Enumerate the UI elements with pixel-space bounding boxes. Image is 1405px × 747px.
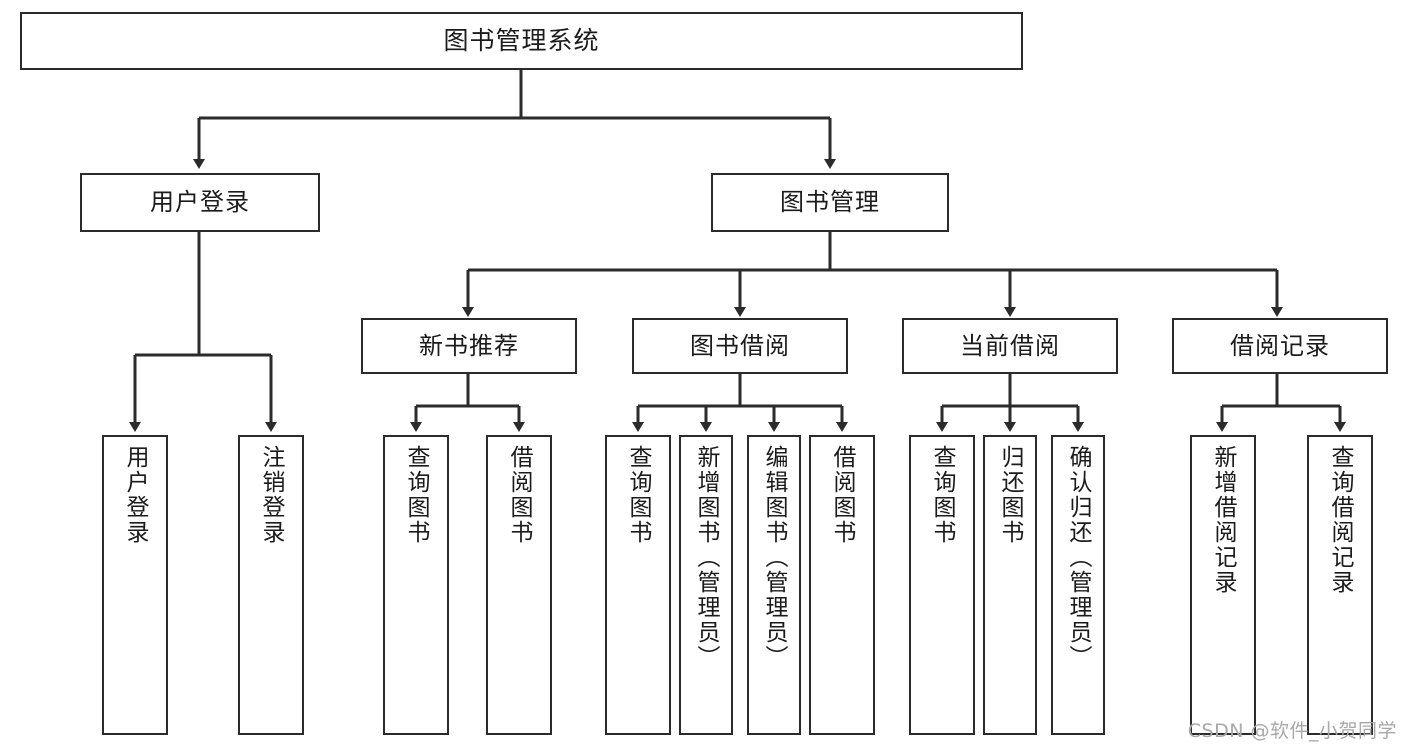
node-label: 确认归还（管理员） [1065, 445, 1092, 670]
node-book-borrow[interactable]: 图书借阅 [632, 318, 848, 374]
leaf-record-add-record[interactable]: 新增借阅记录 [1190, 435, 1256, 735]
node-new-book-recommend[interactable]: 新书推荐 [361, 318, 577, 374]
node-label: 查询图书 [403, 445, 430, 545]
leaf-current-query-book[interactable]: 查询图书 [909, 435, 975, 735]
leaf-borrow-add-book-admin[interactable]: 新增图书（管理员） [679, 435, 733, 735]
node-label: 注销登录 [258, 445, 285, 545]
node-label: 新增借阅记录 [1210, 445, 1237, 595]
leaf-record-query-record[interactable]: 查询借阅记录 [1307, 435, 1373, 735]
node-label: 借阅图书 [829, 445, 856, 545]
node-label: 归还图书 [997, 445, 1024, 545]
node-label: 借阅图书 [506, 445, 533, 545]
node-book-management[interactable]: 图书管理 [711, 173, 949, 232]
node-user-login[interactable]: 用户登录 [80, 173, 320, 232]
node-root-system[interactable]: 图书管理系统 [20, 12, 1023, 70]
node-label: 借阅记录 [1230, 331, 1330, 360]
node-label: 新书推荐 [419, 331, 519, 360]
node-borrow-record[interactable]: 借阅记录 [1172, 318, 1388, 374]
node-label: 当前借阅 [960, 331, 1060, 360]
watermark-text: CSDN @软件_小贺同学 [1187, 720, 1397, 742]
node-label: 新增图书（管理员） [693, 445, 720, 670]
node-label: 图书管理 [780, 188, 880, 217]
leaf-new-book-query[interactable]: 查询图书 [383, 435, 449, 735]
node-label: 查询图书 [929, 445, 956, 545]
leaf-borrow-edit-book-admin[interactable]: 编辑图书（管理员） [747, 435, 801, 735]
leaf-borrow-query-book[interactable]: 查询图书 [605, 435, 671, 735]
node-label: 查询借阅记录 [1327, 445, 1354, 595]
leaf-user-login-signin[interactable]: 用户登录 [102, 435, 168, 735]
leaf-current-confirm-return-admin[interactable]: 确认归还（管理员） [1051, 435, 1105, 735]
node-current-borrow[interactable]: 当前借阅 [902, 318, 1118, 374]
leaf-borrow-borrow-book[interactable]: 借阅图书 [809, 435, 875, 735]
node-label: 图书借阅 [690, 331, 790, 360]
leaf-current-return-book[interactable]: 归还图书 [983, 435, 1037, 735]
node-label: 编辑图书（管理员） [761, 445, 788, 670]
node-label: 图书管理系统 [443, 26, 600, 55]
node-label: 查询图书 [625, 445, 652, 545]
node-label: 用户登录 [150, 188, 250, 217]
node-label: 用户登录 [122, 445, 149, 545]
leaf-new-book-borrow[interactable]: 借阅图书 [486, 435, 552, 735]
leaf-user-login-logout[interactable]: 注销登录 [238, 435, 304, 735]
